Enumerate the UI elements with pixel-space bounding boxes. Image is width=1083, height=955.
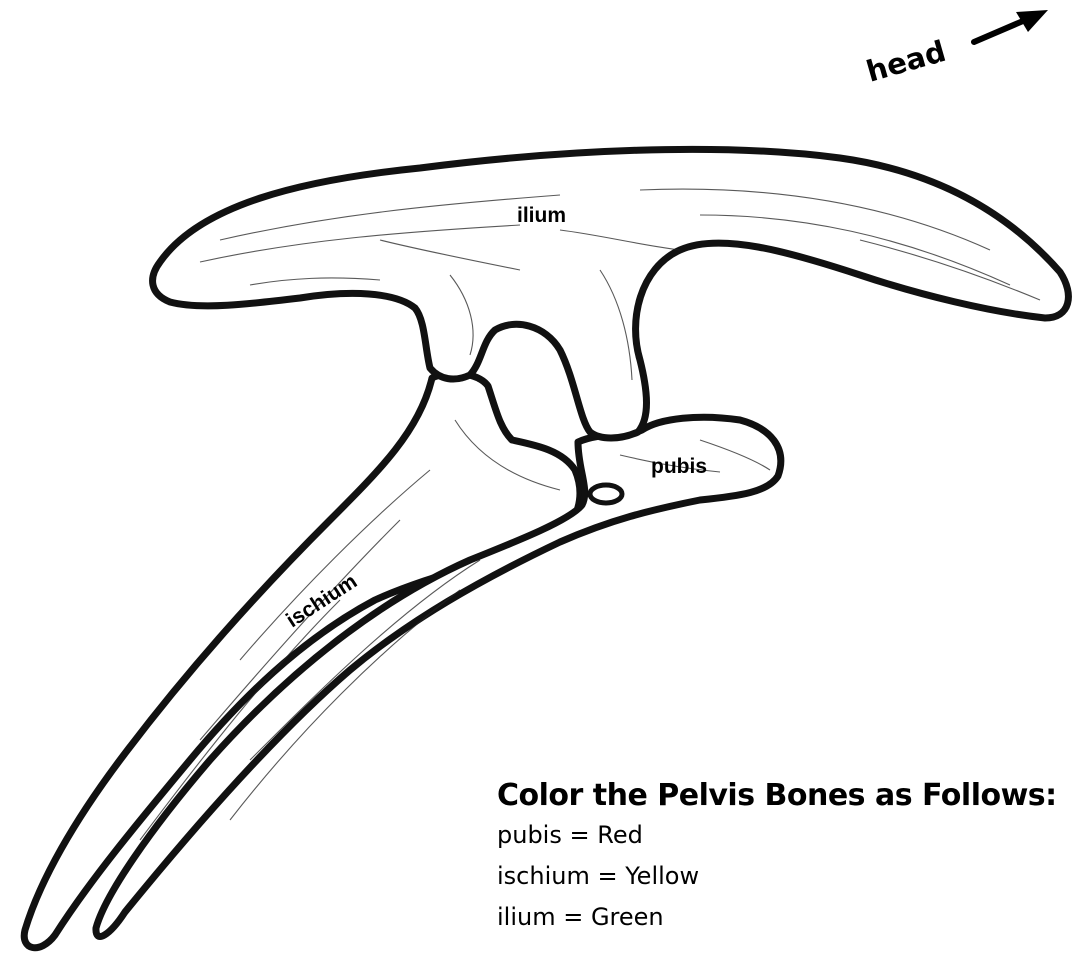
- head-label: head: [863, 34, 950, 89]
- obturator-foramen: [590, 485, 622, 503]
- color-key-item-pubis: pubis = Red: [497, 815, 1083, 856]
- ilium-bone: [153, 149, 1069, 438]
- ilium-label: ilium: [517, 204, 566, 227]
- color-key-title: Color the Pelvis Bones as Follows:: [497, 777, 1083, 815]
- color-key-item-ischium: ischium = Yellow: [497, 856, 1083, 897]
- pubis-label: pubis: [651, 455, 707, 478]
- arrow-right-icon: [974, 10, 1048, 42]
- color-key: Color the Pelvis Bones as Follows: pubis…: [497, 777, 1083, 938]
- head-direction: head: [863, 10, 1048, 89]
- color-key-item-ilium: ilium = Green: [497, 897, 1083, 938]
